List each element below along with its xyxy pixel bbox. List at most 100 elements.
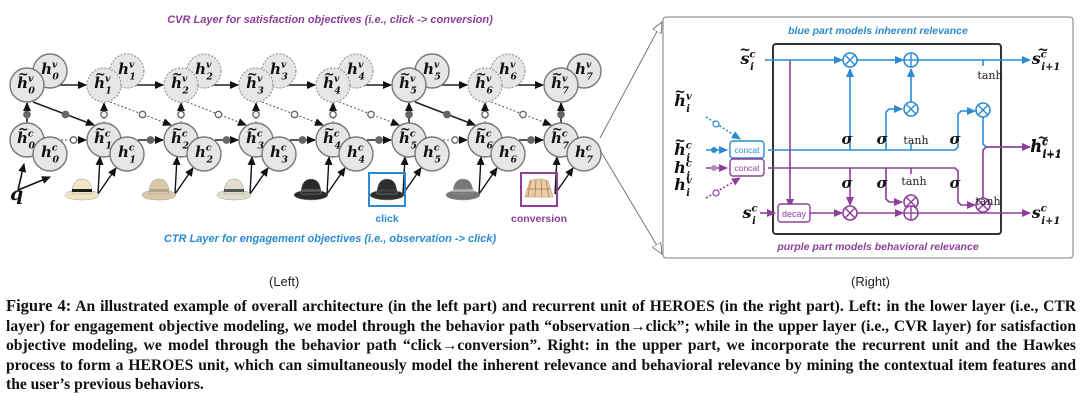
zoom-callout-line-top — [599, 22, 662, 139]
input-dot — [711, 147, 717, 153]
ctr-hidden-node — [414, 136, 450, 172]
cvr-tilde-node — [238, 67, 274, 103]
concat-box-purple — [729, 158, 765, 177]
item-arrow — [95, 156, 104, 195]
tilde-mark: ~ — [247, 123, 258, 138]
top-note: blue part models inherent relevance — [788, 25, 968, 37]
gate-dot — [214, 110, 223, 119]
gate-dot — [298, 136, 307, 144]
tilde-mark: ~ — [324, 123, 335, 138]
item-arrow — [97, 167, 117, 195]
gate-dot — [405, 110, 413, 119]
op-stroke — [844, 54, 856, 66]
plaid-line — [545, 179, 550, 198]
cvr-layer-title: CVR Layer for satisfaction objectives (i… — [167, 14, 493, 26]
tilde-mark: ~ — [400, 68, 411, 83]
tilde-mark: ~ — [674, 133, 685, 149]
h-tilde-v-input-line — [705, 116, 741, 140]
gate-dot — [138, 110, 147, 119]
cvr-tilde-node — [543, 67, 579, 103]
cvr-tilde-node — [391, 67, 427, 103]
gate-dot — [290, 110, 299, 119]
tilde-mark: ~ — [95, 123, 106, 138]
tilde-mark: ~ — [172, 68, 183, 83]
gate-dot — [146, 136, 155, 144]
sigma-label: σ — [876, 130, 888, 148]
gate-dot — [519, 110, 527, 119]
item-cowboy-hat — [141, 178, 177, 201]
item-arrow — [172, 156, 181, 195]
input-gate-line — [885, 168, 903, 206]
input-dot-open — [712, 189, 720, 197]
gate-dot — [100, 110, 108, 119]
figure-caption: Figure 4: An illustrated example of over… — [6, 296, 1076, 395]
gate-dot — [527, 136, 535, 144]
right-sublabel: (Right) — [851, 274, 891, 289]
tilde-mark: ~ — [247, 68, 258, 83]
click-highlight-box — [368, 172, 406, 207]
tilde-mark: ~ — [172, 123, 183, 138]
left-sublabel: (Left) — [269, 274, 300, 289]
caption-text: An illustrated example of overall archit… — [6, 298, 1076, 394]
tilde-mark: ~ — [400, 123, 411, 138]
tilde-mark: ~ — [552, 123, 563, 138]
tilde-mark: ~ — [552, 68, 563, 83]
gate-dot — [329, 110, 337, 119]
tilde-mark: ~ — [476, 123, 487, 138]
ctr-hidden-node — [32, 136, 68, 172]
item-straw-hat — [64, 178, 100, 201]
gate-dot — [23, 110, 31, 119]
tilde-mark: ~ — [476, 68, 487, 83]
hat-band — [377, 189, 397, 192]
gate-dot — [375, 136, 383, 144]
h-v-input-line — [705, 177, 741, 199]
cvr-to-ctr-arrow — [186, 101, 247, 126]
bottom-note: purple part models behavioral relevance — [776, 241, 978, 253]
gate-dot — [69, 136, 78, 144]
decay-label: decay — [782, 209, 807, 219]
tanh-label: tanh — [975, 195, 1000, 208]
op-stroke — [977, 104, 989, 116]
hat-band — [224, 189, 244, 192]
cvr-tilde-node — [315, 67, 351, 103]
ctr-hidden-node — [490, 136, 526, 172]
query-arrow — [17, 176, 51, 191]
input-gate-line — [885, 105, 903, 150]
gate-dot — [61, 110, 70, 119]
item-arrow — [326, 167, 346, 195]
concat-label: concat — [734, 163, 760, 173]
item-arrow — [247, 156, 256, 195]
gate-dot — [451, 136, 459, 144]
h-c-line — [768, 167, 976, 209]
gate-dot — [177, 110, 185, 119]
unit-inner-frame — [772, 43, 1002, 235]
hat-band — [453, 189, 473, 192]
plaid-line — [527, 179, 532, 198]
op-stroke — [905, 196, 917, 208]
hat-crown — [524, 178, 554, 198]
click-label: click — [375, 213, 399, 225]
gate-dot — [557, 110, 565, 119]
item-fedora-beige — [216, 178, 252, 201]
